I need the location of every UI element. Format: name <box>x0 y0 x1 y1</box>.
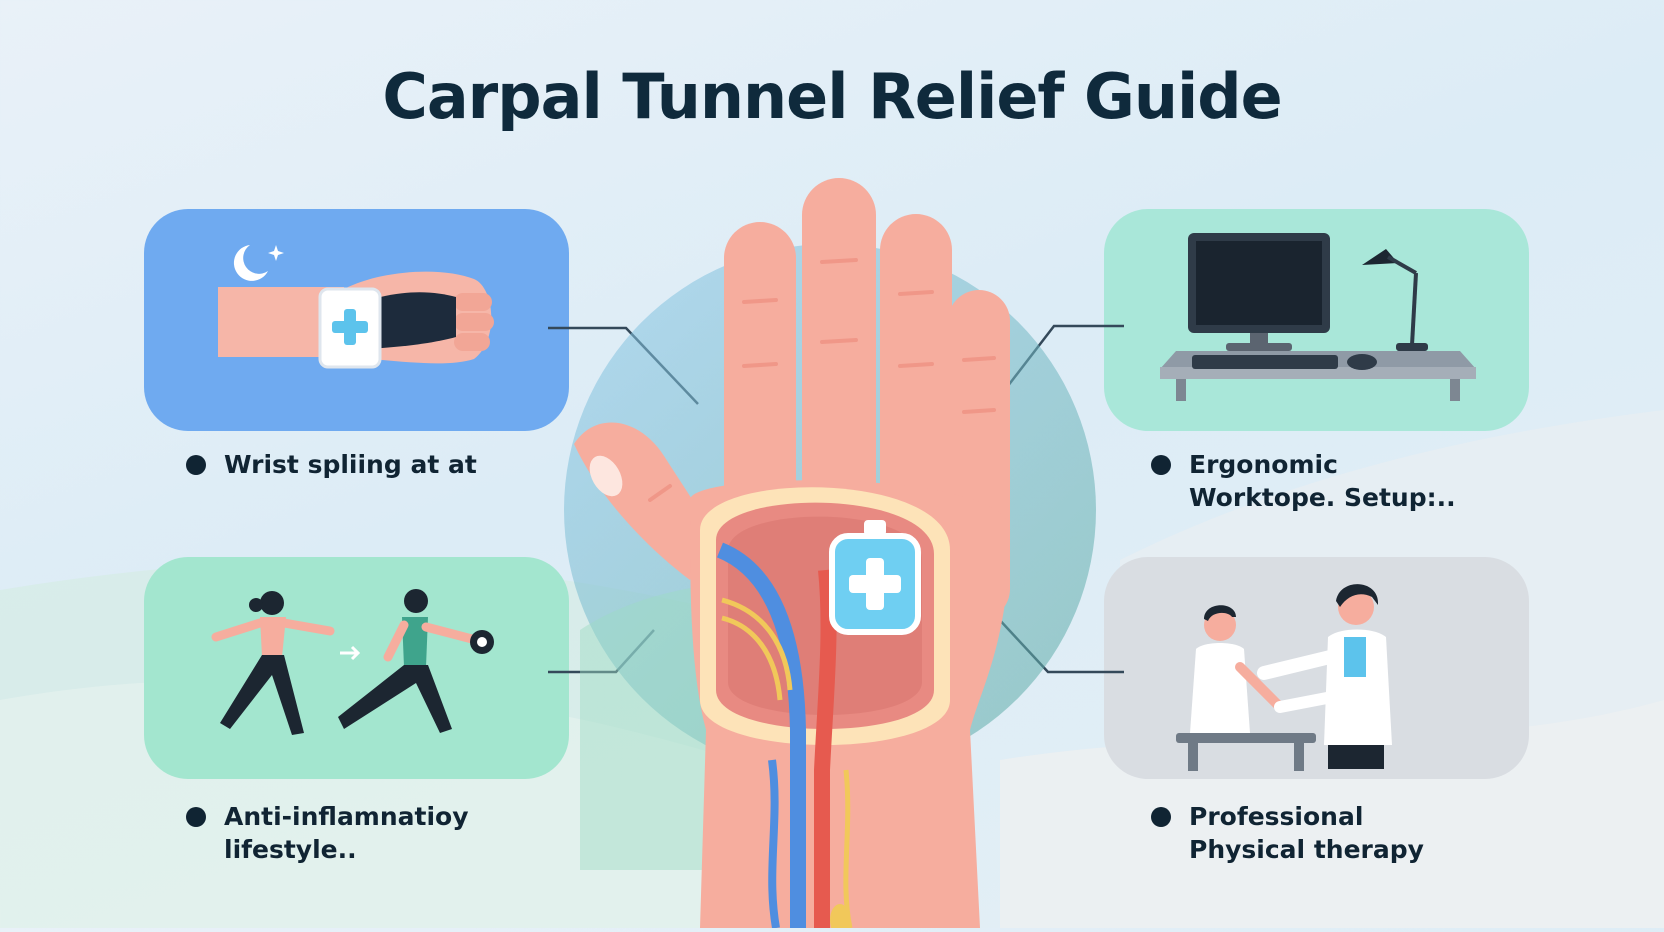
patient-icon <box>1190 605 1285 733</box>
tip-wrist-splinting: Wrist spliing at at <box>186 448 566 481</box>
tip-text: Anti-inflamnatioy lifestyle.. <box>224 802 469 864</box>
desk-lamp-icon <box>1362 249 1428 351</box>
red-vessel <box>814 569 837 928</box>
hand-anatomy-illustration <box>540 170 1120 932</box>
exercise-illustration <box>211 589 494 735</box>
bullet-dot <box>1151 455 1171 475</box>
workstation-illustration <box>1160 233 1476 401</box>
bullet-dot <box>186 455 206 475</box>
tip-physical-therapy: Professional Physical therapy <box>1151 800 1481 866</box>
wrist-splint-card <box>144 209 569 431</box>
hand-svg <box>564 178 1096 932</box>
blue-vessel <box>716 542 806 928</box>
therapy-table-icon <box>1176 733 1316 743</box>
physical-therapy-card <box>1104 557 1529 779</box>
ergonomic-workstation-card <box>1104 209 1529 431</box>
wrist-splint-illustration <box>218 245 494 369</box>
tip-ergonomic-setup: Ergonomic Worktope. Setup:.. <box>1151 448 1481 514</box>
tip-text: Professional Physical therapy <box>1189 802 1424 864</box>
medicine-bottle-icon <box>829 520 921 635</box>
tip-anti-inflammatory: Anti-inflamnatioy lifestyle.. <box>186 800 516 866</box>
doctor-icon <box>1257 584 1392 769</box>
man-exercising-icon <box>338 589 494 733</box>
therapy-illustration <box>1176 584 1392 771</box>
keyboard-icon <box>1192 355 1338 369</box>
page-title: Carpal Tunnel Relief Guide <box>382 60 1282 133</box>
bullet-dot <box>186 807 206 827</box>
mouse-icon <box>1347 354 1377 370</box>
lifestyle-card <box>144 557 569 779</box>
tip-text: Ergonomic Worktope. Setup:.. <box>1189 450 1456 512</box>
tip-text: Wrist spliing at at <box>224 450 477 479</box>
woman-exercising-icon <box>211 591 335 735</box>
median-nerve <box>721 597 793 691</box>
bullet-dot <box>1151 807 1171 827</box>
arrow-right-icon <box>340 645 361 661</box>
moon-icon <box>233 245 284 281</box>
